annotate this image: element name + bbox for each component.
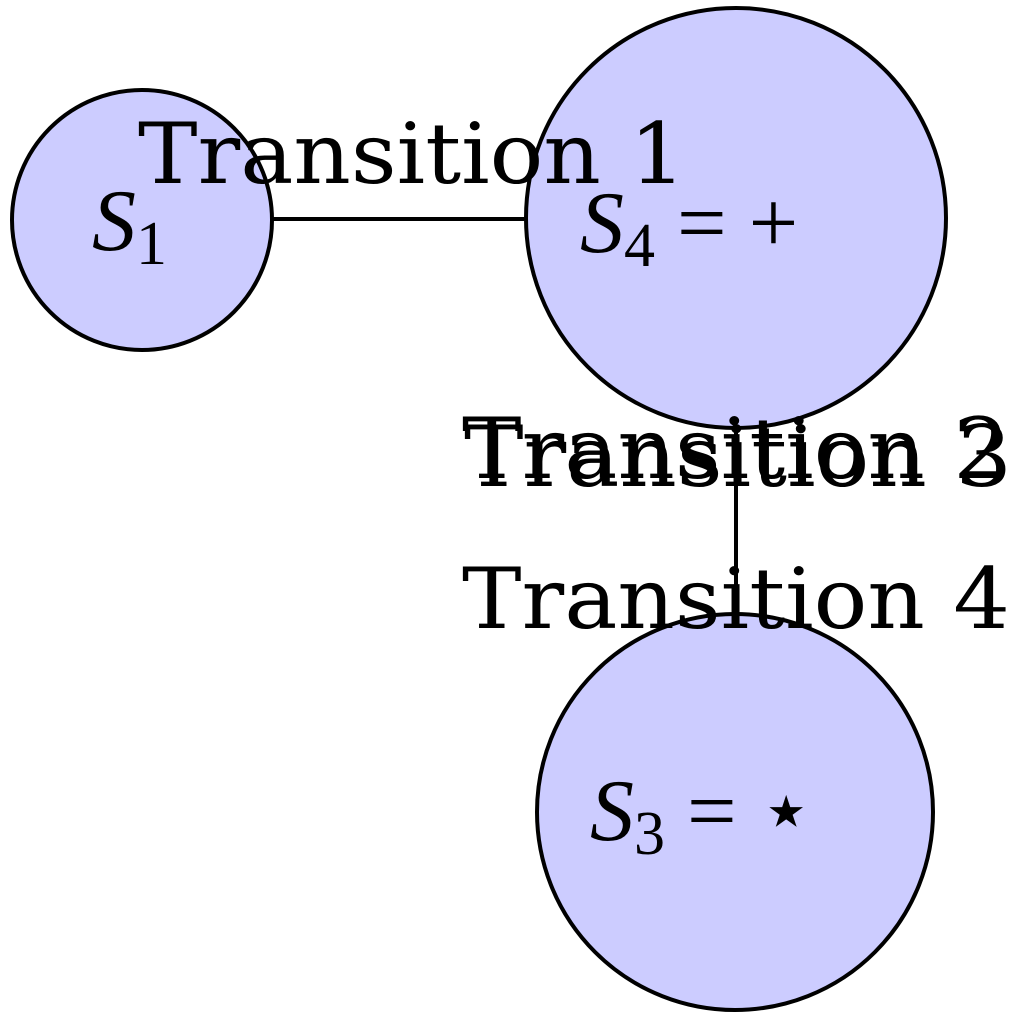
state-label-s1: S1 <box>92 173 167 278</box>
state-node-s1[interactable] <box>10 88 274 352</box>
transition-label-3: Transition 3 <box>464 408 1012 506</box>
transition-label-4: Transition 4 <box>462 550 1010 648</box>
transition-label-1: Transition 1 <box>138 105 686 203</box>
state-symbol: S <box>590 763 634 860</box>
state-subscript: 3 <box>634 800 665 868</box>
transition-label-2: Transition 2 <box>462 400 1010 498</box>
state-label-s3: S3 = ⋆ <box>590 763 814 868</box>
state-suffix: = ⋆ <box>665 763 814 860</box>
state-node-s4[interactable] <box>524 6 948 430</box>
state-label-s4: S4 = + <box>580 175 798 280</box>
state-symbol: S <box>580 175 624 272</box>
state-subscript: 4 <box>624 212 655 280</box>
state-node-s3[interactable] <box>535 612 935 1012</box>
state-symbol: S <box>92 173 136 270</box>
state-suffix: = + <box>655 175 798 272</box>
state-subscript: 1 <box>136 210 167 278</box>
